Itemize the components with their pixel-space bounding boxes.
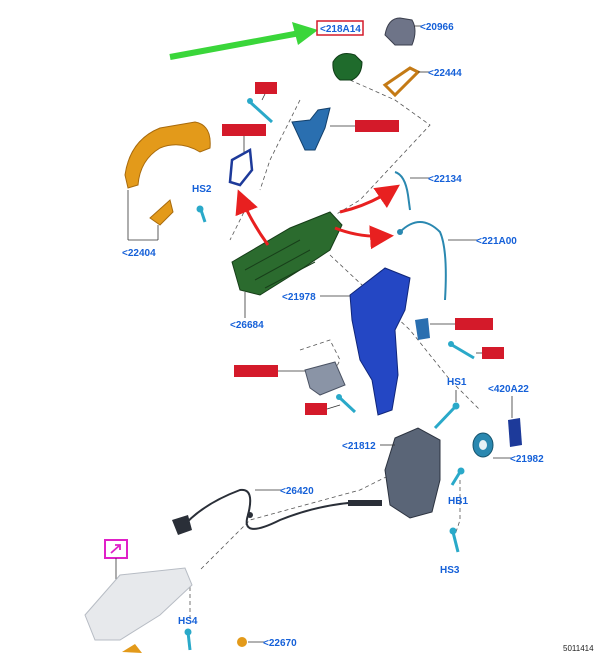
label-22404: <22404 (122, 248, 156, 259)
label-21812: <21812 (342, 441, 376, 452)
part-outer-handle-shape (124, 121, 211, 226)
label-22134: <22134 (428, 174, 462, 185)
screw-hs3 (449, 527, 460, 553)
grey-bracket-shape (304, 361, 346, 396)
screw-hs1 (433, 390, 460, 430)
label-22444: <22444 (428, 68, 462, 79)
bracket-right-shape (291, 107, 331, 151)
reference-tag (104, 539, 128, 580)
part-21812-shape (384, 427, 441, 519)
part-22444-shape (382, 66, 421, 98)
bolt-right (448, 341, 475, 360)
part-20966-shape (384, 17, 416, 46)
red-tag-5 (482, 347, 504, 359)
part-420A22-shape (508, 396, 522, 447)
label-218A14-text: <218A14 (320, 24, 361, 35)
label-420A22: <420A22 (488, 384, 529, 395)
red-tag-4 (455, 318, 493, 330)
part-26684-shape (231, 211, 343, 296)
ghost-panel-shape (84, 567, 193, 641)
part-26420-shape (172, 488, 382, 535)
label-21982: <21982 (510, 454, 544, 465)
part-22134-shape (394, 171, 411, 211)
screw-hb1 (450, 467, 465, 486)
part-218A14-shape (332, 53, 363, 81)
label-22670: <22670 (263, 638, 297, 649)
red-tag-1 (255, 82, 277, 94)
red-tag-2 (222, 124, 266, 136)
figure-id: 5011414 (563, 644, 594, 653)
green-pointer-arrow (169, 22, 318, 60)
label-20966: <20966 (420, 22, 454, 33)
orange-piece-bottom (122, 644, 142, 653)
part-21982-shape (472, 432, 494, 458)
bolt-top (247, 93, 274, 124)
label-221A00: <221A00 (476, 236, 517, 247)
assembly-guide-lines (189, 79, 481, 620)
red-tag-6 (234, 365, 278, 377)
screw-mid (336, 394, 357, 414)
label-26420: <26420 (280, 486, 314, 497)
red-tag-3 (355, 120, 399, 132)
part-21978-shape (349, 267, 411, 416)
leader-22404 (127, 190, 159, 241)
arrow-out-icon (110, 544, 121, 554)
label-hs2: HS2 (192, 184, 212, 195)
label-hb1: HB1 (448, 496, 468, 507)
part-22670-shape (237, 637, 247, 647)
label-218A14: <218A14 (316, 20, 364, 36)
screw-hs2 (196, 205, 207, 223)
label-26684: <26684 (230, 320, 264, 331)
label-hs3: HS3 (440, 565, 460, 576)
part-221A00-shape (397, 221, 447, 301)
red-tag-7 (305, 403, 327, 415)
label-hs4: HS4 (178, 616, 198, 627)
motion-arrows (235, 184, 400, 250)
screw-hs4 (184, 628, 192, 651)
label-21978: <21978 (282, 292, 316, 303)
bracket-left-shape (228, 147, 254, 187)
clip-shape (415, 318, 430, 340)
label-hs1: HS1 (447, 377, 467, 388)
